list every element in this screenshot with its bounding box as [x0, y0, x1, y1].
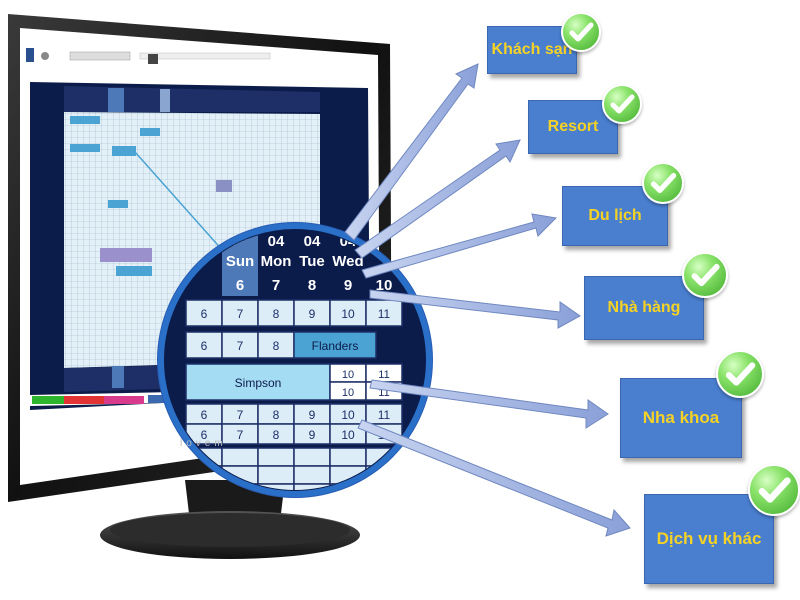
magnifier-date: 7	[272, 277, 280, 294]
check-icon	[748, 464, 800, 516]
magnifier-cell	[293, 447, 331, 467]
magnifier-cell-value: 9	[309, 428, 316, 442]
magnifier-cell-value: 11	[378, 428, 391, 442]
category-label: Du lịch	[588, 207, 642, 224]
magnifier-cell-value: 7	[237, 408, 244, 422]
booking-simpson	[185, 363, 331, 401]
category-label: Khách sạn	[491, 41, 573, 58]
magnifier-cell-value: 9	[309, 408, 316, 422]
magnifier-cell	[257, 483, 295, 490]
magnifier-cell-value: 8	[273, 307, 280, 321]
magnifier-cell	[329, 447, 367, 467]
magnifier-day: Wed	[332, 253, 363, 270]
magnifier-cell-value: 10	[341, 307, 355, 321]
magnifier-cell	[366, 502, 402, 520]
magnifier-cell-value: 9	[309, 307, 316, 321]
magnifier: 04040404SunMonTueWed6789101167891011678F…	[157, 222, 433, 520]
magnifier-cell-value: 10	[342, 387, 354, 399]
magnifier-cell-value: 10	[341, 428, 355, 442]
check-icon	[561, 12, 601, 52]
magnifier-cell	[329, 299, 367, 327]
category-label: Dịch vụ khác	[656, 529, 762, 548]
check-icon	[682, 252, 728, 298]
magnifier-cell	[257, 447, 295, 467]
magnifier-date: 10	[376, 277, 393, 294]
magnifier-month: 04	[304, 233, 321, 250]
category-khach-san[interactable]: Khách sạn	[487, 26, 577, 74]
magnifier-cell-value: 11	[378, 369, 389, 381]
magnifier-month: 04	[268, 233, 285, 250]
category-label: Resort	[547, 118, 599, 135]
magnifier-date: 8	[308, 277, 316, 294]
screen-toolbar	[26, 48, 271, 64]
magnifier-cell-value: 10	[342, 369, 354, 381]
booking-flanders-label: Flanders	[312, 339, 359, 353]
magnifier-cell	[185, 299, 223, 327]
magnifier-day: Mon	[261, 253, 292, 270]
magnifier-cell	[221, 447, 259, 467]
magnifier-cell-value: 6	[201, 339, 208, 353]
category-dich-vu-khac[interactable]: Dịch vụ khác	[644, 494, 774, 584]
category-nha-hang[interactable]: Nhà hàng	[584, 276, 704, 340]
booking-simpson-label: Simpson	[235, 376, 282, 390]
magnifier-cell-value: 7	[237, 428, 244, 442]
check-icon	[716, 350, 764, 398]
category-nha-khoa[interactable]: Nha khoa	[620, 378, 742, 458]
magnifier-cell	[257, 465, 295, 485]
booking-flanders	[293, 331, 377, 359]
magnifier-cell	[293, 465, 331, 485]
magnifier-cell-value: 7	[237, 339, 244, 353]
check-icon	[642, 162, 684, 204]
magnifier-cell	[330, 502, 366, 520]
magnifier-cell-value: 8	[273, 339, 280, 353]
magnifier-cell-value: 7	[237, 307, 244, 321]
category-label: Nha khoa	[642, 408, 720, 427]
magnifier-cell-value: 11	[378, 307, 391, 321]
magnifier-cell	[257, 331, 295, 359]
magnifier-cell-value: 11	[378, 408, 391, 422]
magnifier-cell-value: 11	[378, 387, 389, 399]
check-icon	[602, 84, 642, 124]
magnifier-cell-value: 6	[201, 428, 208, 442]
category-label: Nhà hàng	[607, 299, 681, 316]
magnifier-cell-value: 8	[273, 428, 280, 442]
magnifier-cell	[293, 299, 331, 327]
magnifier-day: Sun	[226, 253, 254, 270]
magnifier-cell-value: 8	[273, 408, 280, 422]
magnifier-date: 9	[344, 277, 352, 294]
magnifier-cell	[293, 483, 331, 490]
magnifier-date: 6	[236, 277, 244, 294]
magnifier-cell	[365, 483, 403, 490]
magnifier-cell-value: 6	[201, 307, 208, 321]
magnifier-day: Tue	[299, 253, 325, 270]
monitor-brand: lovem	[180, 438, 227, 449]
magnifier-cell-value: 6	[201, 408, 208, 422]
magnifier-cell-value: 10	[341, 408, 355, 422]
